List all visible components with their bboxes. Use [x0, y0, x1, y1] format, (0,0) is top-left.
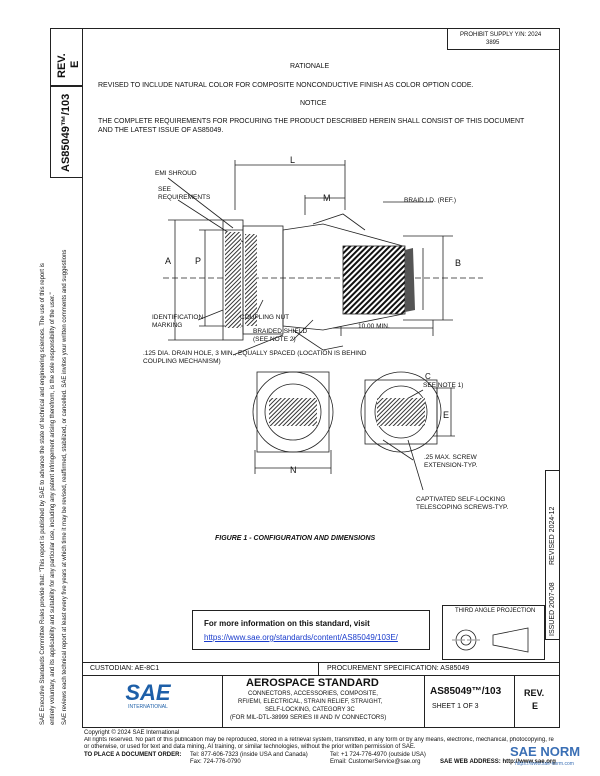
notice-heading: NOTICE [300, 100, 327, 107]
label-identification: IDENTIFICATION MARKING [152, 314, 204, 329]
top-box-line1: PROHIBIT SUPPLY Y/N: 2024 [460, 32, 542, 38]
title-block-divider-1 [318, 662, 319, 675]
sae-logo: SAE INTERNATIONAL [118, 682, 178, 720]
info-box-link[interactable]: https://www.sae.org/standards/content/AS… [204, 633, 398, 642]
desc-line-1: CONNECTORS, ACCESSORIES, COMPOSITE, [248, 691, 378, 697]
label-emi-shroud: EMI SHROUD [155, 170, 197, 177]
title-block [82, 662, 560, 728]
title-rev-label: REV. [524, 688, 545, 698]
order-label: TO PLACE A DOCUMENT ORDER: [84, 752, 182, 758]
rights-2: or otherwise, or used for text and data … [84, 744, 416, 750]
label-captivated: CAPTIVATED SELF-LOCKING TELESCOPING SCRE… [416, 496, 509, 511]
margin-text-1: SAE Executive Standards Committee Rules … [40, 263, 46, 725]
copyright: Copyright © 2024 SAE International [84, 730, 180, 736]
label-see-note1: SEE NOTE 1) [423, 382, 464, 389]
rev-label: REV. [56, 53, 68, 78]
dim-B: B [455, 258, 462, 268]
tel-2: Tel: +1 724-776-4970 (outside USA) [330, 752, 426, 758]
rationale-text: REVISED TO INCLUDE NATURAL COLOR FOR COM… [98, 82, 474, 89]
side-doc-block [50, 86, 83, 178]
dim-C: C [425, 372, 431, 381]
sae-logo-text: SAE [125, 680, 171, 705]
rev-value: E [69, 60, 81, 68]
dim-N: N [290, 465, 297, 475]
info-box-title: For more information on this standard, v… [204, 619, 370, 628]
desc-line-2: RFI/EMI, ELECTRICAL, STRAIN RELIEF, STRA… [238, 699, 383, 705]
dim-M: M [323, 193, 331, 203]
figure-caption: FIGURE 1 - CONFIGURATION AND DIMENSIONS [215, 535, 376, 542]
label-coupling-nut: COUPLING NUT [240, 314, 290, 321]
projection-label: THIRD ANGLE PROJECTION [455, 608, 536, 614]
tel-1: Tel: 877-606-7323 (inside USA and Canada… [190, 752, 308, 758]
fax: Fax: 724-776-0790 [190, 759, 241, 765]
standard-title: AEROSPACE STANDARD [246, 677, 379, 689]
dim-A: A [165, 256, 172, 266]
info-box [192, 610, 430, 650]
custodian: CUSTODIAN: AE-8C1 [90, 665, 160, 672]
desc-line-3: SELF-LOCKING, CATEGORY 3C [265, 707, 355, 713]
sheet-number: SHEET 1 OF 3 [432, 703, 479, 710]
rights: All rights reserved. No part of this pub… [84, 737, 554, 743]
projection-box [442, 605, 545, 660]
side-doc-number: AS85049™/103 [60, 93, 72, 172]
rationale-heading: RATIONALE [290, 63, 330, 70]
procurement-spec: PROCUREMENT SPECIFICATION: AS85049 [327, 665, 470, 672]
margin-text-3: SAE reviews each technical report at lea… [62, 249, 68, 725]
label-see-requirements: SEE REQUIREMENTS [158, 186, 211, 201]
dim-L: L [290, 155, 296, 165]
dim-E: E [443, 410, 450, 420]
title-block-rule [82, 675, 560, 676]
watermark-brand: SAE NORM [510, 744, 581, 759]
revised-date: REVISED 2024-12 [549, 506, 556, 565]
top-box-line2: 3895 [486, 40, 500, 46]
right-side-strip [545, 470, 560, 640]
sae-logo-sub: INTERNATIONAL [128, 704, 168, 710]
title-block-divider-3 [424, 675, 425, 728]
label-braided-shield: BRAIDED SHIELD (SEE NOTE 2) [253, 328, 308, 343]
dim-P: P [195, 256, 202, 266]
watermark-url: https://www.sae-norm.com [515, 761, 574, 767]
notice-text: THE COMPLETE REQUIREMENTS FOR PROCURING … [98, 118, 525, 134]
rev-block [50, 28, 83, 86]
label-drain-hole: .125 DIA. DRAIN HOLE, 3 MIN., EQUALLY SP… [143, 350, 367, 365]
doc-number: AS85049™/103 [430, 686, 502, 697]
connector-drawing [163, 160, 483, 491]
projection-symbol-icon [452, 627, 529, 653]
web-address: SAE WEB ADDRESS: http://www.sae.org [440, 759, 556, 765]
title-block-divider-4 [514, 675, 515, 728]
label-braid-id: BRAID I.D. (REF.) [404, 197, 457, 204]
desc-line-4: (FOR MIL-DTL-38999 SERIES III AND IV CON… [230, 715, 387, 721]
title-block-divider-2 [222, 675, 223, 728]
top-right-box [447, 28, 560, 50]
margin-text-2: entirely voluntary, and its applicabilit… [50, 292, 56, 725]
email: Email: CustomerService@sae.org [330, 759, 421, 765]
left-column-rule [82, 28, 83, 728]
issued-date: ISSUED 2007-08 [549, 582, 556, 636]
title-rev-value: E [532, 701, 539, 711]
label-screw-extension: .25 MAX. SCREW EXTENSION-TYP. [424, 454, 478, 469]
label-min-length: 10.00 MIN. [358, 323, 390, 330]
